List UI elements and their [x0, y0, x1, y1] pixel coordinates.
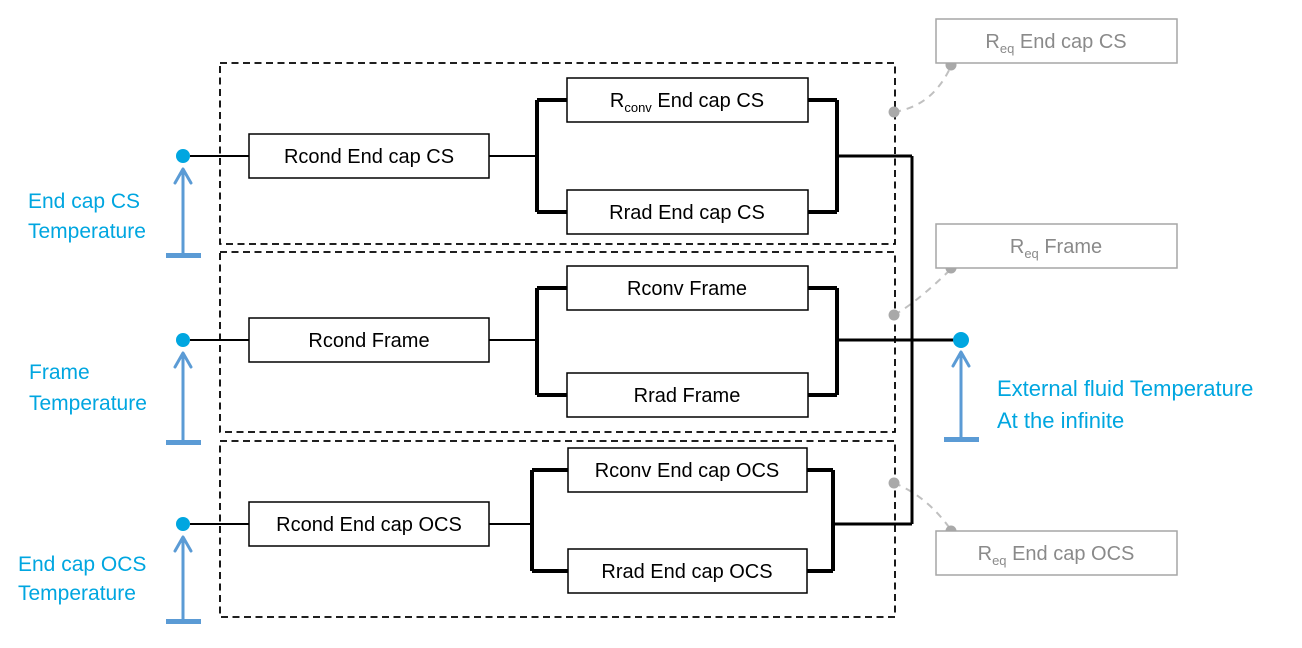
- rcond-end-cap-cs-box: [248, 133, 490, 179]
- end-cap-cs-temperature-node-dot: [176, 149, 190, 163]
- req-end-cap-ocs-label: Req End cap OCS: [978, 543, 1135, 568]
- common-bus-and-external-node: External fluid Temperature At the infini…: [910, 156, 1253, 524]
- end-cap-ocs-temperature-label-line2: Temperature: [18, 582, 136, 605]
- arrow-head: [173, 351, 193, 369]
- rrad-end-cap-cs-label: Rrad End cap CS: [609, 202, 765, 224]
- rcond-end-cap-ocs-box: [248, 501, 490, 547]
- rrad-frame-label: Rrad Frame: [634, 385, 741, 407]
- rconv-end-cap-ocs-label: Rconv End cap OCS: [595, 460, 780, 482]
- rconv-end-cap-cs-box: [566, 77, 809, 123]
- rconv-frame-label: Rconv Frame: [627, 278, 747, 300]
- end-cap-cs-temperature-label-line2: Temperature: [28, 220, 146, 243]
- end-cap-cs-temperature-label-line1: End cap CS: [28, 190, 140, 213]
- external-fluid-label-line1: External fluid Temperature: [997, 376, 1253, 401]
- wiring-frame: [190, 286, 954, 397]
- callout-anchor-dot: [888, 106, 900, 118]
- wiring-end-cap-ocs: [190, 468, 912, 573]
- rcond-frame-label: Rcond Frame: [308, 330, 429, 352]
- frame-temperature-label-line2: Temperature: [29, 392, 147, 415]
- rconv-end-cap-ocs-box: [567, 447, 808, 493]
- rcond-frame-box: [248, 317, 490, 363]
- wiring-end-cap-cs: [190, 98, 912, 214]
- rrad-end-cap-cs-box: [566, 189, 809, 235]
- branch-output-stubs: [807, 468, 833, 573]
- rrad-frame-box: [566, 372, 809, 418]
- arrow-head: [951, 350, 971, 368]
- section-end-cap-cs: Rcond End cap CS Rconv End cap CS Rrad E…: [28, 18, 1178, 258]
- rcond-end-cap-ocs-label: Rcond End cap OCS: [276, 514, 462, 536]
- external-fluid-label-line2: At the infinite: [997, 408, 1124, 433]
- branch-input-stubs: [532, 468, 568, 573]
- req-callout-frame: Req Frame: [888, 223, 1178, 321]
- req-end-cap-ocs-box: [935, 530, 1178, 576]
- dashed-container-frame: [219, 251, 896, 433]
- frame-temperature-arrow: [166, 351, 201, 445]
- section-end-cap-ocs: Rcond End cap OCS Rconv End cap OCS Rrad…: [18, 440, 1178, 624]
- req-callout-end-cap-ocs: Req End cap OCS: [888, 477, 1178, 576]
- req-frame-label: Req Frame: [1010, 236, 1102, 261]
- rrad-end-cap-ocs-label: Rrad End cap OCS: [601, 561, 772, 583]
- rrad-end-cap-ocs-box: [567, 548, 808, 594]
- arrow-base-bar: [166, 619, 201, 624]
- callout-connector-curve: [893, 65, 952, 113]
- external-fluid-node-dot: [953, 332, 969, 348]
- arrow-head: [173, 167, 193, 185]
- branch-output-stubs: [808, 286, 837, 397]
- arrow-base-bar: [166, 253, 201, 258]
- rconv-frame-box: [566, 265, 809, 311]
- end-cap-cs-temperature-arrow: [166, 167, 201, 258]
- frame-temperature-label-line1: Frame: [29, 361, 90, 384]
- req-end-cap-cs-box: [935, 18, 1178, 64]
- req-frame-box: [935, 223, 1178, 269]
- callout-anchor-dot: [888, 477, 900, 489]
- external-fluid-temperature-arrow: [944, 350, 979, 442]
- frame-temperature-node-dot: [176, 333, 190, 347]
- end-cap-ocs-temperature-node-dot: [176, 517, 190, 531]
- end-cap-ocs-temperature-label-line1: End cap OCS: [18, 553, 146, 576]
- rconv-end-cap-cs-label: Rconv End cap CS: [610, 90, 764, 115]
- rcond-end-cap-cs-label: Rcond End cap CS: [284, 146, 454, 168]
- callout-anchor-dot: [888, 309, 900, 321]
- callout-connector-curve: [893, 482, 952, 531]
- callout-connector-curve: [893, 268, 952, 316]
- section-frame: Rcond Frame Rconv Frame Rrad Frame Frame…: [29, 223, 1178, 445]
- dashed-container-end-cap-cs: [219, 62, 896, 245]
- branch-output-stubs: [808, 98, 837, 214]
- dashed-container-end-cap-ocs: [219, 440, 896, 618]
- req-callout-end-cap-cs: Req End cap CS: [888, 18, 1178, 118]
- arrow-base-bar: [944, 437, 979, 442]
- arrow-base-bar: [166, 440, 201, 445]
- branch-input-stubs: [537, 98, 567, 214]
- req-end-cap-cs-label: Req End cap CS: [985, 31, 1126, 56]
- branch-input-stubs: [537, 286, 567, 397]
- end-cap-ocs-temperature-arrow: [166, 535, 201, 624]
- arrow-head: [173, 535, 193, 553]
